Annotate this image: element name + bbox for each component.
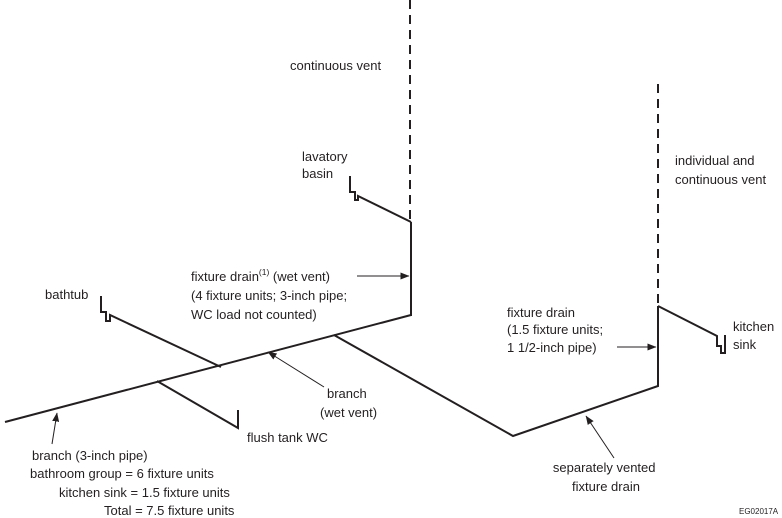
wc-drain — [156, 380, 239, 430]
label-lavatory-basin: lavatory basin — [302, 149, 351, 181]
label-figure-code: EG02017A — [739, 507, 779, 516]
kitchen-fixture-drain — [333, 306, 659, 438]
kitchen-sink-trap-arm — [657, 305, 726, 354]
label-fixture-drain-wet: fixture drain(1) (wet vent) (4 fixture u… — [191, 267, 351, 322]
label-separately-vented: separately vented fixture drain — [553, 460, 659, 494]
label-branch-summary: branch (3-inch pipe) bathroom group = 6 … — [30, 448, 235, 518]
label-fixture-drain-kitchen: fixture drain (1.5 fixture units; 1 1/2-… — [507, 305, 607, 355]
lavatory-trap-arm — [349, 176, 412, 223]
label-bathtub: bathtub — [45, 287, 88, 302]
label-continuous-vent: continuous vent — [290, 58, 381, 73]
arrow-branch-main — [51, 412, 60, 445]
label-individual-vent: individual and continuous vent — [675, 153, 766, 187]
arrow-separately-vented — [585, 415, 615, 459]
bathtub-trap-arm — [100, 296, 222, 368]
main-branch-pipe — [4, 314, 412, 423]
label-branch-wet-vent: branch (wet vent) — [320, 386, 377, 420]
label-flush-tank-wc: flush tank WC — [247, 430, 328, 445]
arrow-branch-wet-vent — [267, 351, 325, 388]
label-kitchen-sink: kitchen sink — [733, 319, 778, 352]
